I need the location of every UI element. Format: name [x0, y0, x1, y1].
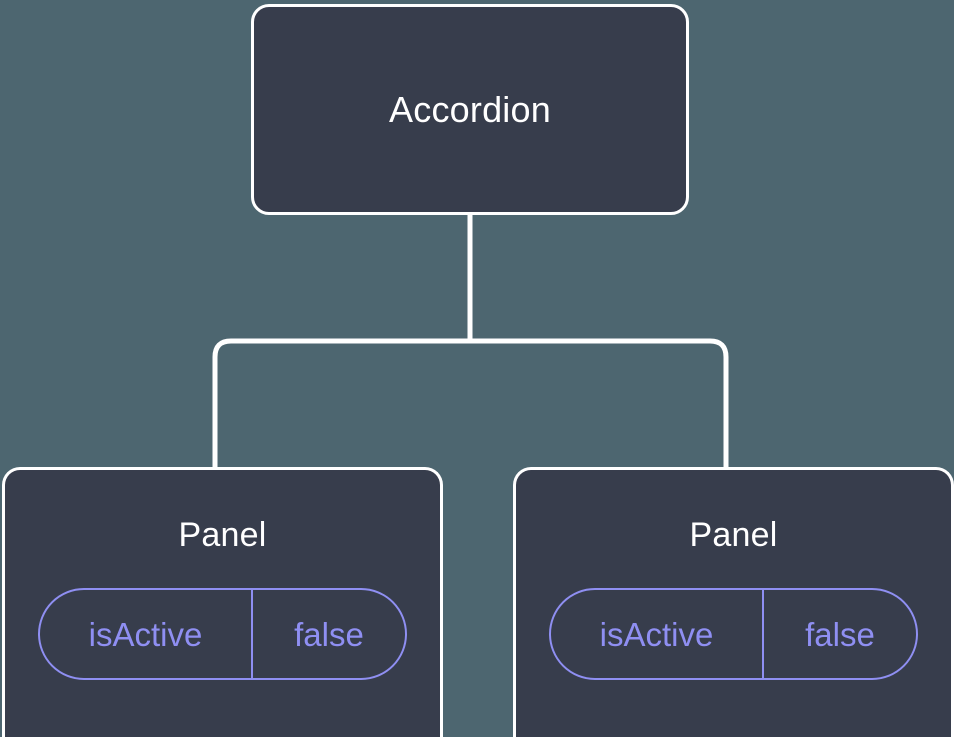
state-pill-panel-1[interactable]: isActive false	[38, 588, 407, 680]
node-accordion-label: Accordion	[389, 88, 551, 130]
node-accordion[interactable]: Accordion	[251, 4, 689, 215]
state-value-panel-1: false	[294, 615, 364, 653]
state-key-panel-2: isActive	[551, 590, 764, 678]
state-pill-panel-2[interactable]: isActive false	[549, 588, 918, 680]
connector-branch-left	[212, 338, 470, 470]
node-panel-2[interactable]: Panel isActive false	[513, 467, 954, 737]
connector-branch-right	[470, 338, 729, 470]
state-value-panel-2: false	[805, 615, 875, 653]
node-panel-1[interactable]: Panel isActive false	[2, 467, 443, 737]
state-key-panel-1: isActive	[40, 590, 253, 678]
node-panel-2-label: Panel	[689, 516, 778, 554]
node-panel-1-label: Panel	[178, 516, 267, 554]
